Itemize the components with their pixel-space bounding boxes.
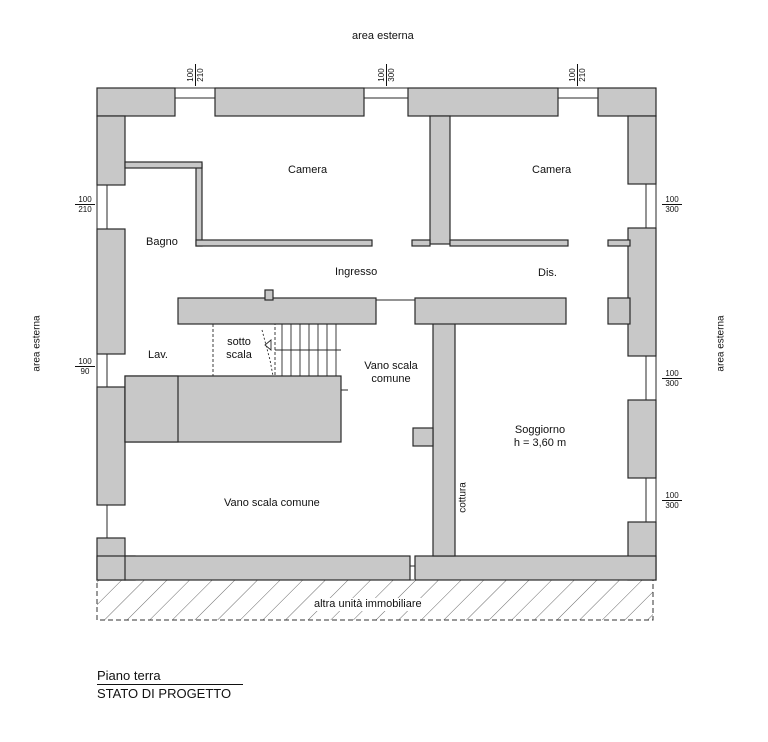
partition-stub-right (607, 239, 631, 247)
title-floor: Piano terra (97, 668, 243, 685)
dim-right-upper-h: 300 (665, 205, 679, 214)
dim-left-upper-w: 100 (78, 195, 92, 204)
label-vano-scala-1: Vano scala (364, 360, 418, 372)
label-ingresso: Ingresso (335, 266, 378, 278)
label-sotto: sotto (227, 336, 251, 348)
wall-top-a (96, 87, 176, 117)
dim-right-mid-h: 300 (665, 379, 679, 388)
label-sotto-scala: sotto scala (219, 336, 259, 362)
wall-right-b (627, 227, 657, 357)
wall-central-upper (429, 115, 451, 245)
window-left-upper (96, 184, 108, 230)
wall-right-c (627, 399, 657, 479)
walls (96, 87, 657, 581)
label-soggiorno: Soggiorno h = 3,60 m (500, 424, 580, 450)
dim-right-upper-w: 100 (665, 195, 679, 204)
wall-top-b (214, 87, 365, 117)
dim-left-lower-h: 90 (80, 367, 90, 376)
wall-left-c (96, 386, 126, 506)
label-vano-scala: Vano scala comune (356, 360, 426, 386)
partition-camera-left-h (195, 239, 373, 247)
wall-top-c (407, 87, 559, 117)
label-lav: Lav. (148, 349, 168, 361)
windows (96, 87, 657, 567)
label-area-left: area esterna (31, 315, 43, 372)
dim-top-right: 100 210 (568, 64, 587, 86)
stairs (212, 323, 348, 391)
wall-lav-left (124, 375, 179, 443)
label-vano-scala-2: comune (371, 373, 411, 385)
window-right-lower (645, 477, 657, 523)
wall-dis-right (607, 297, 631, 325)
wall-stub-cottura (412, 427, 434, 447)
title-status: STATO DI PROGETTO (97, 686, 232, 701)
dim-top-mid-w: 100 (377, 68, 386, 82)
title-block: Piano terra STATO DI PROGETTO (97, 668, 243, 701)
partition-top-left (124, 161, 203, 169)
wall-top-d (597, 87, 657, 117)
dim-right-lower-w: 100 (665, 491, 679, 500)
partition-camera-left (195, 163, 203, 247)
dim-top-mid: 100 300 (377, 64, 396, 86)
wall-stair-top (177, 297, 377, 325)
label-scala: scala (226, 349, 252, 361)
label-height: h = 3,60 m (513, 437, 567, 449)
dim-right-lower-h: 300 (665, 501, 679, 510)
wall-central-lower (432, 321, 456, 557)
dim-top-right-h: 210 (578, 68, 587, 82)
window-right-upper (645, 183, 657, 229)
dim-right-lower: 100 300 (661, 491, 683, 510)
wall-left-b (96, 228, 126, 355)
label-bagno: Bagno (146, 236, 178, 248)
window-left-lower (96, 353, 108, 388)
dim-right-upper: 100 300 (661, 195, 683, 214)
dim-rule (662, 204, 682, 205)
window-top-left (174, 87, 216, 99)
wall-bottom-b (124, 555, 411, 581)
dim-top-left: 100 210 (186, 64, 205, 86)
partition-stub-mid (411, 239, 431, 247)
dim-top-left-w: 100 (186, 68, 195, 82)
dim-left-upper-h: 210 (78, 205, 92, 214)
partition-camera-right-h (449, 239, 569, 247)
label-area-right: area esterna (715, 315, 727, 372)
dim-top-left-h: 210 (196, 68, 205, 82)
wall-dis (414, 297, 567, 325)
label-area-top: area esterna (352, 30, 414, 42)
label-camera-left: Camera (288, 164, 328, 176)
wall-right-a (627, 115, 657, 185)
dim-rule (75, 204, 95, 205)
dim-right-mid-w: 100 (665, 369, 679, 378)
window-top-right (557, 87, 599, 99)
window-right-mid (645, 355, 657, 401)
dim-left-lower: 100 90 (74, 357, 96, 376)
label-cottura: cottura (457, 482, 469, 513)
dim-rule (75, 366, 95, 367)
wall-left-a (96, 115, 126, 186)
window-top-mid (363, 87, 409, 99)
label-camera-right: Camera (532, 164, 572, 176)
dim-top-mid-h: 300 (387, 68, 396, 82)
dim-left-upper: 100 210 (74, 195, 96, 214)
dim-rule (662, 500, 682, 501)
dim-left-lower-w: 100 (78, 357, 92, 366)
dim-rule (662, 378, 682, 379)
label-soggiorno-name: Soggiorno (514, 424, 566, 436)
dim-top-right-w: 100 (568, 68, 577, 82)
label-dis: Dis. (538, 267, 557, 279)
label-vano-scala-comune: Vano scala comune (224, 497, 320, 509)
wall-bottom-c (414, 555, 657, 581)
label-altra-unita: altra unità immobiliare (312, 598, 424, 611)
wall-stair-nib (264, 289, 274, 301)
dim-right-mid: 100 300 (661, 369, 683, 388)
